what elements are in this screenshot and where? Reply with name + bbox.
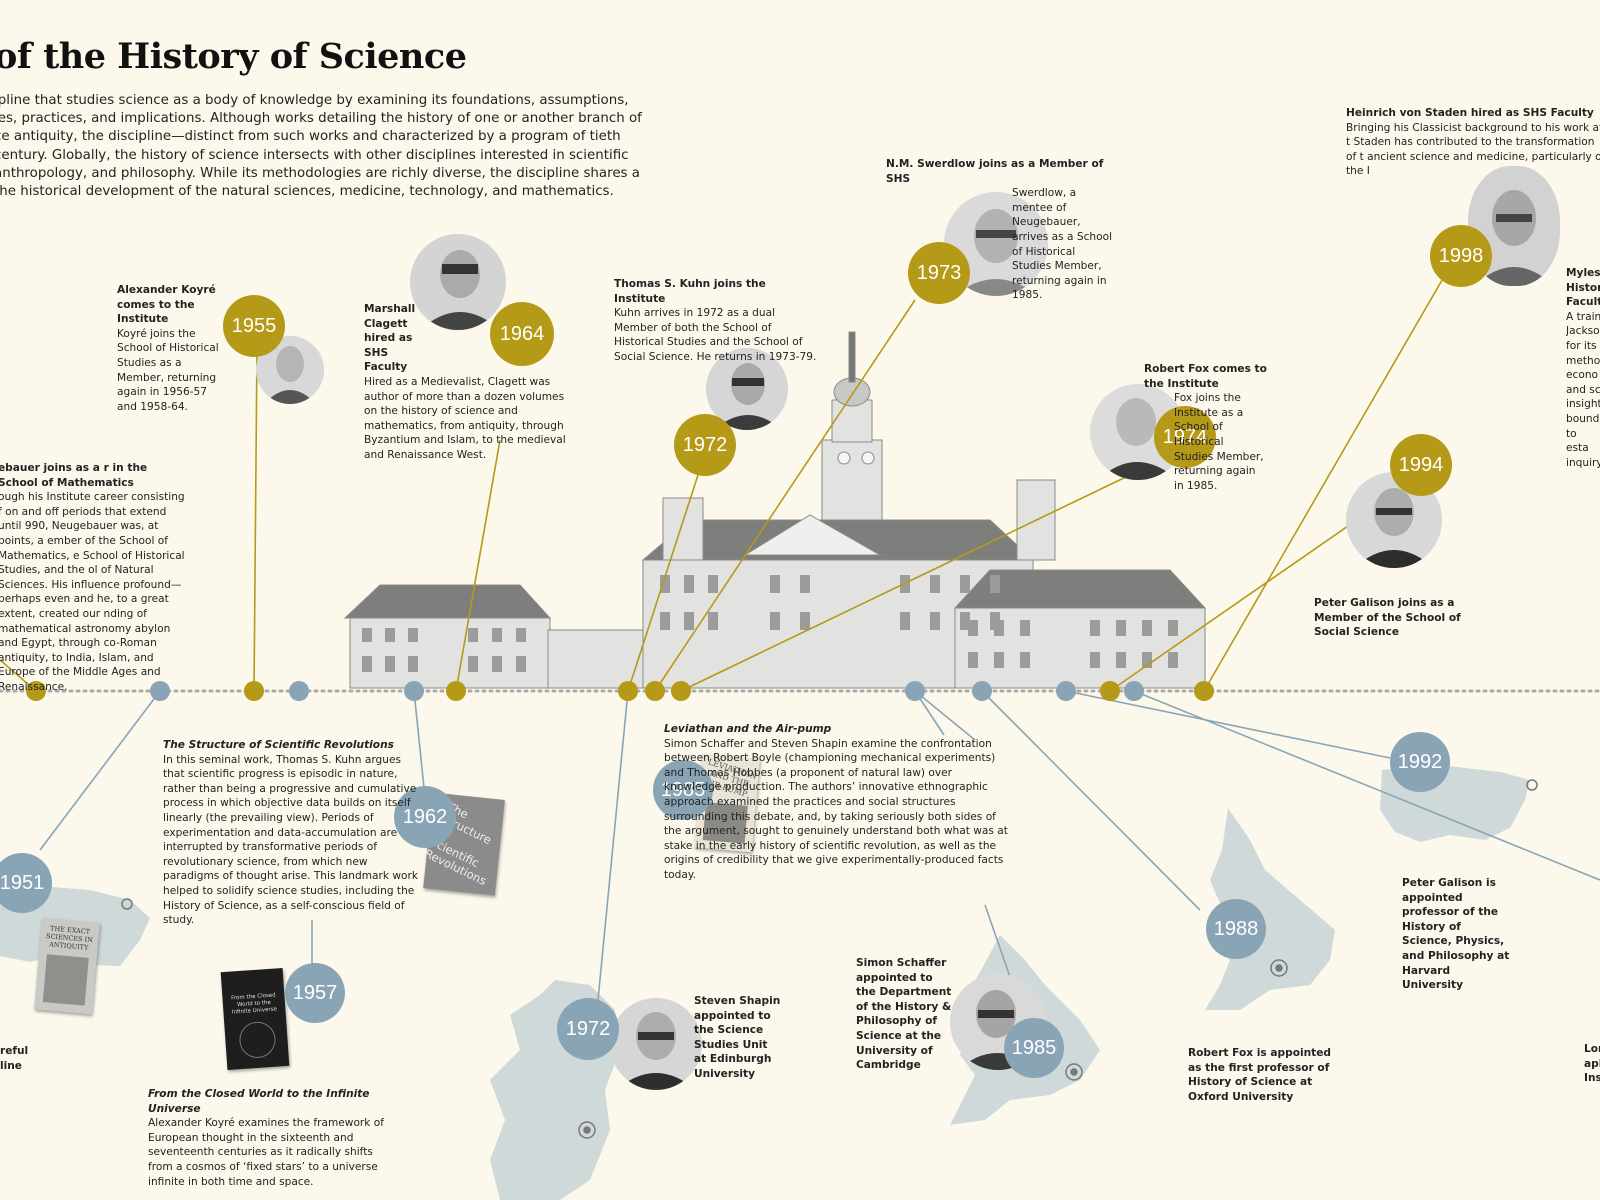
galison-member-event: Peter Galison joins as a Member of the S… bbox=[1314, 597, 1461, 639]
schaffer-event: Simon Schaffer appointed to the Departme… bbox=[856, 957, 952, 1072]
lon-fragment: Lon apl Ins bbox=[1584, 1043, 1600, 1085]
fox-event: Robert Fox comes to the Institute Fox jo… bbox=[1144, 362, 1290, 493]
neugebauer-title: ebauer joins as a r in the School of Mat… bbox=[0, 462, 148, 489]
year-1994-bubble: 1994 bbox=[1390, 434, 1452, 496]
year-1951-bubble: 1951 bbox=[0, 853, 52, 913]
myles-body: A train Jackso for its metho econo and s… bbox=[1566, 310, 1600, 469]
year-1985-schaffer-bubble: 1985 bbox=[1004, 1018, 1064, 1078]
koyre-body: Koyré joins the School of Historical Stu… bbox=[117, 327, 219, 413]
closed-world-book-cover: From the Closed World to the Infinite Un… bbox=[220, 967, 290, 1071]
left-fragment: reful line bbox=[0, 1045, 29, 1072]
swerdlow-event: N.M. Swerdlow joins as a Member of SHS S… bbox=[886, 157, 1118, 303]
leviathan-body: Simon Schaffer and Steven Shapin examine… bbox=[664, 737, 1008, 881]
closed-world-body: Alexander Koyré examines the framework o… bbox=[148, 1117, 384, 1188]
myles-title: Myles Histor Faculty bbox=[1566, 267, 1600, 309]
year-1988-bubble: 1988 bbox=[1206, 899, 1266, 959]
clagett-portrait bbox=[410, 234, 506, 330]
leviathan-event: Leviathan and the Air-pump Simon Schaffe… bbox=[664, 722, 1008, 883]
kuhn-title: Thomas S. Kuhn joins the Institute bbox=[614, 278, 766, 305]
year-1998-bubble: 1998 bbox=[1430, 225, 1492, 287]
location-markers bbox=[121, 779, 1538, 1139]
structure-event: The Structure of Scientific Revolutions … bbox=[163, 738, 419, 928]
year-1972-blue-bubble: 1972 bbox=[557, 998, 619, 1060]
year-1974-bubble: 1974 bbox=[1154, 406, 1216, 468]
clagett-body: Hired as a Medievalist, Clagett was auth… bbox=[364, 375, 566, 461]
intro-paragraph: ipline that studies science as a body of… bbox=[0, 93, 642, 200]
koyre-title: Alexander Koyré comes to the Institute bbox=[117, 284, 216, 326]
swerdlow-title: N.M. Swerdlow joins as a Member of SHS bbox=[886, 158, 1104, 185]
shapin-event: Steven Shapin appointed to the Science S… bbox=[694, 995, 781, 1080]
shapin-portrait bbox=[610, 998, 702, 1090]
clagett-title: Marshall Clagett hired as SHS Faculty bbox=[364, 303, 416, 374]
year-1962-bubble: 1962 bbox=[394, 786, 456, 848]
closed-world-title: From the Closed World to the Infinite Un… bbox=[148, 1088, 370, 1115]
exact-sciences-book-cover: THE EXACT SCIENCES IN ANTIQUITY bbox=[34, 917, 100, 1015]
structure-body: In this seminal work, Thomas S. Kuhn arg… bbox=[163, 753, 419, 927]
england-map-1988 bbox=[1205, 808, 1335, 1010]
closed-world-event: From the Closed World to the Infinite Un… bbox=[148, 1087, 400, 1189]
kuhn-event: Thomas S. Kuhn joins the Institute Kuhn … bbox=[614, 277, 820, 365]
kuhn-portrait bbox=[706, 348, 788, 430]
year-1985-leviathan-bubble: 1985 bbox=[653, 760, 713, 820]
galison-harvard-event: Peter Galison is appointed professor of … bbox=[1402, 877, 1510, 992]
page-title: of the History of Science bbox=[0, 36, 467, 77]
year-1972-gold-bubble: 1972 bbox=[674, 414, 736, 476]
fox-title: Robert Fox comes to the Institute bbox=[1144, 363, 1267, 390]
fox-body: Fox joins the Institute as a School of H… bbox=[1174, 392, 1264, 492]
leviathan-title: Leviathan and the Air-pump bbox=[664, 723, 832, 735]
kuhn-body: Kuhn arrives in 1972 as a dual Member of… bbox=[614, 307, 817, 363]
myles-event: Myles Histor Faculty A train Jackso for … bbox=[1566, 266, 1600, 470]
clagett-event: Marshall Clagett hired as SHS Faculty Hi… bbox=[364, 302, 566, 463]
year-1957-bubble: 1957 bbox=[285, 963, 345, 1023]
swerdlow-body: Swerdlow, a mentee of Neugebauer, arrive… bbox=[1012, 187, 1113, 302]
year-1955-bubble: 1955 bbox=[223, 295, 285, 357]
structure-title: The Structure of Scientific Revolutions bbox=[163, 739, 394, 751]
koyre-event: Alexander Koyré comes to the Institute K… bbox=[117, 283, 225, 414]
fox-oxford-event: Robert Fox is appointed as the first pro… bbox=[1188, 1047, 1332, 1103]
neugebauer-body: ough his Institute career consisting f o… bbox=[0, 491, 185, 693]
fox-portrait bbox=[1090, 384, 1186, 480]
year-1964-bubble: 1964 bbox=[490, 302, 554, 366]
year-1992-bubble: 1992 bbox=[1390, 732, 1450, 792]
staden-title: Heinrich von Staden hired as SHS Faculty bbox=[1346, 107, 1594, 119]
staden-event: Heinrich von Staden hired as SHS Faculty… bbox=[1346, 106, 1600, 179]
timeline-dots bbox=[26, 681, 1214, 701]
staden-body: Bringing his Classicist background to hi… bbox=[1346, 121, 1600, 178]
neugebauer-event: ebauer joins as a r in the School of Mat… bbox=[0, 461, 190, 695]
year-1973-bubble: 1973 bbox=[908, 242, 970, 304]
